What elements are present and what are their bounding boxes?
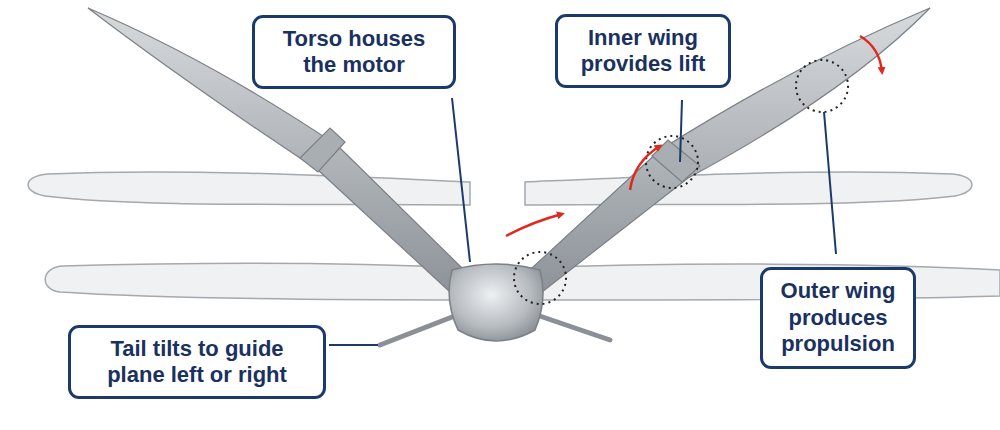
callout-box: Inner wing provides lift [555,14,731,89]
callout-label: Tail tilts to guide plane left or right [81,336,313,389]
motion-arrow [506,214,562,236]
leader-line [452,98,470,262]
dotted-circle [646,136,698,188]
left-wing [88,8,462,292]
ghost-wing [525,172,972,205]
callout-box: Torso houses the motor [252,15,456,90]
motion-arrow [860,36,882,72]
leader-line [680,100,682,162]
leader-line [824,112,836,254]
dotted-circle [796,60,848,112]
callout-label: Outer wing produces propulsion [773,278,903,357]
dotted-circle [514,252,566,304]
ghost-wing [45,263,470,300]
callout-box: Tail tilts to guide plane left or right [68,325,326,400]
main-wings [88,8,930,292]
ghost-wing [28,172,470,205]
leader-line [329,344,378,346]
callout-box: Outer wing produces propulsion [760,267,916,368]
motion-arrow [630,146,660,190]
left-wing-joint [300,128,345,172]
right-wing [532,8,930,292]
torso [449,264,543,341]
callout-label: Torso houses the motor [265,26,443,79]
callout-label: Inner wing provides lift [568,25,718,78]
